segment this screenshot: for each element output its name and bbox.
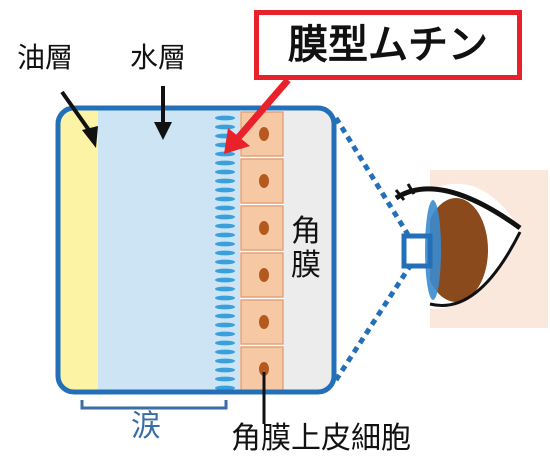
mucin-strand <box>215 259 235 265</box>
mucin-strand <box>215 124 235 130</box>
mucin-strand <box>215 349 235 355</box>
mucin-strand <box>215 277 235 283</box>
mucin-strand <box>215 331 235 337</box>
mucin-strand <box>215 385 235 391</box>
water-layer-arrow <box>154 86 172 140</box>
layers-group <box>58 108 334 392</box>
eyelashes <box>394 183 416 201</box>
oil-layer <box>58 108 98 392</box>
mucin-strand <box>215 160 235 166</box>
cell-nucleus <box>259 221 269 235</box>
cell-nucleus <box>259 174 269 188</box>
magnified-frame <box>55 105 337 395</box>
mucin-strand <box>215 376 235 382</box>
mucin-strand <box>215 187 235 193</box>
mucin-strand <box>215 196 235 202</box>
mucin-strand <box>215 250 235 256</box>
mucin-label: 膜型ムチン <box>288 22 488 68</box>
cell-nucleus <box>259 127 269 141</box>
epithelial-cell <box>240 158 284 204</box>
iris <box>430 198 488 302</box>
cornea-label: 角膜 <box>291 214 321 283</box>
mucin-strand <box>215 241 235 247</box>
mucin-strand <box>215 169 235 175</box>
lower-eyelid <box>429 231 522 307</box>
mucin-strand <box>215 304 235 310</box>
mucin-strand <box>215 340 235 346</box>
mucin-callout: 膜型ムチン <box>254 10 522 80</box>
mucin-strand <box>215 286 235 292</box>
mucin-strand <box>215 178 235 184</box>
tears-bracket <box>80 400 228 410</box>
oil-layer-label: 油層 <box>17 41 74 74</box>
oil-layer-arrow <box>60 90 98 148</box>
mucin-strand <box>215 205 235 211</box>
epithelial-cells <box>240 111 284 392</box>
zoom-line-top <box>333 116 413 240</box>
water-layer-label: 水層 <box>130 41 187 74</box>
cell-nucleus <box>259 268 269 282</box>
mucin-strand <box>215 358 235 364</box>
epithelial-cells-label: 角膜上皮細胞 <box>231 421 411 456</box>
mucin-strand <box>215 214 235 220</box>
mucin-strand <box>215 151 235 157</box>
mucin-arrow <box>224 77 291 154</box>
mucin-strands <box>215 115 235 391</box>
mucin-strand <box>215 367 235 373</box>
zoom-source-box <box>401 233 433 269</box>
cornea-surface <box>425 200 441 300</box>
mucin-strand <box>215 322 235 328</box>
eye-illustration <box>394 170 548 328</box>
upper-eyelid <box>394 186 522 231</box>
mucin-strand <box>215 268 235 274</box>
mucin-strand <box>215 295 235 301</box>
mucin-strand <box>215 223 235 229</box>
mucin-strand <box>215 232 235 238</box>
tears-label: 涙 <box>131 409 161 444</box>
mucin-strand <box>215 313 235 319</box>
cell-nucleus <box>259 362 269 376</box>
cell-nucleus <box>259 315 269 329</box>
mucin-strand <box>215 115 235 121</box>
water-layer <box>98 108 210 392</box>
cornea-area <box>284 108 334 392</box>
zoom-line-bottom <box>333 264 413 382</box>
